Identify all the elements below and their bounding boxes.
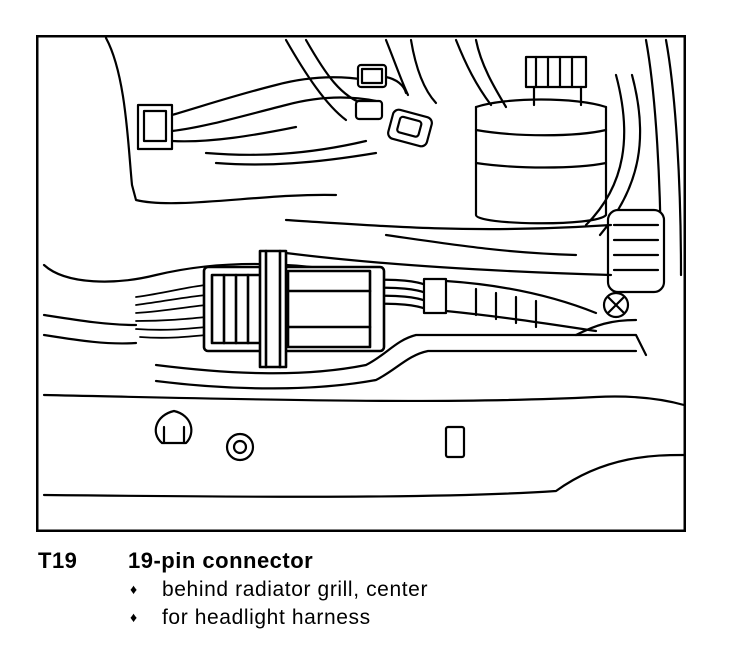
note-text: behind radiator grill, center	[162, 578, 429, 601]
harness-wires-right	[374, 277, 598, 333]
right-hoses	[584, 38, 683, 294]
bullet-icon: ♦	[130, 609, 138, 625]
connector-location-illustration	[36, 35, 686, 532]
note-purpose: ♦ for headlight harness	[130, 606, 371, 634]
connector-t19	[202, 249, 386, 369]
middle-plug-2	[354, 99, 433, 148]
cross-bar	[284, 218, 613, 277]
note-text: for headlight harness	[162, 606, 371, 629]
lower-panel	[42, 393, 686, 498]
figure-caption: T19 19-pin connector ♦ behind radiator gr…	[0, 548, 736, 658]
upper-panel-outline	[104, 36, 338, 205]
component-name: 19-pin connector	[128, 548, 314, 573]
component-code: T19	[38, 548, 78, 573]
bullet-icon: ♦	[130, 581, 138, 597]
support-bracket	[154, 291, 648, 390]
upper-left-connector	[136, 76, 378, 151]
illustration-frame	[36, 35, 686, 532]
upper-wiring	[204, 38, 508, 166]
middle-plug-1	[356, 63, 408, 95]
canister	[474, 55, 608, 225]
note-location: ♦ behind radiator grill, center	[130, 578, 428, 606]
harness-wires-left	[42, 284, 207, 345]
